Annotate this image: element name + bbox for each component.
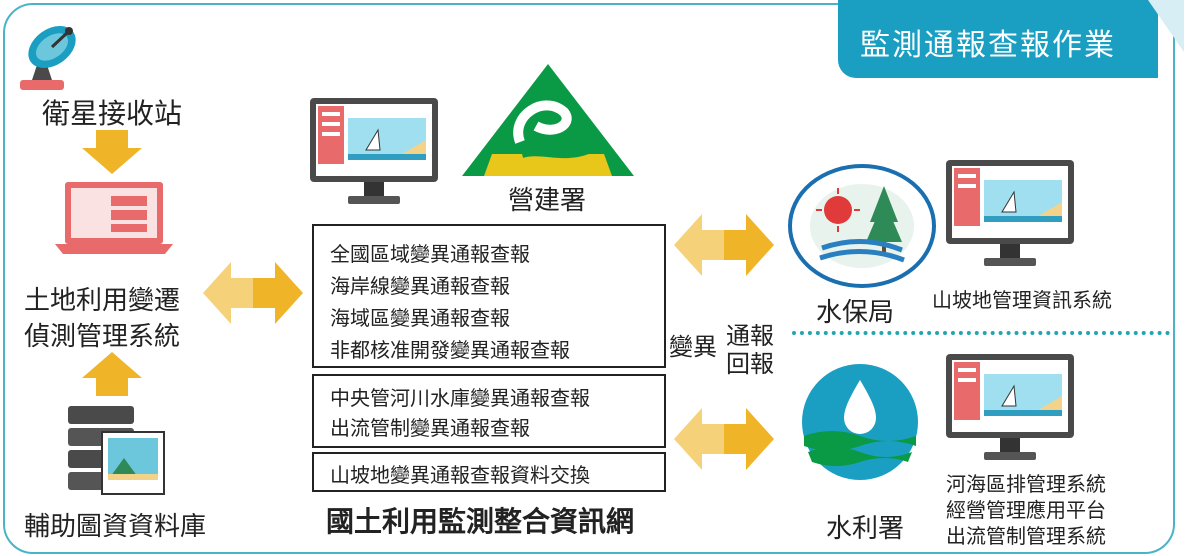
double-arrow-left [203,262,303,324]
wra-logo-icon [802,364,918,480]
wra-system-3: 出流管制管理系統 [946,524,1106,548]
database-icon [68,406,165,495]
group1-item-3: 海域區變異通報查報 [330,306,510,330]
arrow-down-1 [82,130,142,174]
double-arrow-upper [674,214,774,276]
cpami-label: 營建署 [508,186,587,216]
wra-monitor-icon [946,354,1074,460]
tab-fold [1148,0,1184,52]
cpami-logo-icon [462,64,634,176]
system-label-line1: 土地利用變遷 [24,286,181,316]
system-label-line2: 偵測管理系統 [24,322,181,352]
database-label: 輔助圖資資料庫 [24,512,207,542]
notification-group-3: 山坡地變異通報查報資料交換 [312,452,666,492]
group2-item-1: 中央管河川水庫變異通報查報 [330,386,590,410]
swcb-monitor-icon [946,160,1074,266]
satellite-station-label: 衛星接收站 [42,97,183,130]
wra-system-1: 河海區排管理系統 [946,472,1106,496]
swcb-label: 水保局 [816,298,895,328]
notification-group-1: 全國區域變異通報查報 海岸線變異通報查報 海域區變異通報查報 非都核准開發變異通… [312,224,666,368]
group1-item-2: 海岸線變異通報查報 [330,274,510,298]
group2-item-2: 出流管制變異通報查報 [330,416,530,440]
satellite-dish-icon [20,26,76,90]
wra-label: 水利署 [826,514,905,544]
reply-label: 回報 [726,350,774,378]
separator-dotted-line [792,331,1170,335]
laptop-icon [55,182,173,254]
arrow-up-1 [82,352,142,396]
network-label: 國土利用監測整合資訊網 [326,505,635,538]
change-label: 變異 [669,333,717,361]
group3-item-1: 山坡地變異通報查報資料交換 [330,463,590,487]
page-title: 監測通報查報作業 [860,28,1116,63]
swcb-system-label: 山坡地管理資訊系統 [932,288,1112,312]
notify-label: 通報 [726,322,774,350]
wra-system-2: 經營管理應用平台 [946,498,1106,522]
double-arrow-lower [674,408,774,470]
monitor-icon [310,98,438,204]
notification-group-2: 中央管河川水庫變異通報查報 出流管制變異通報查報 [312,374,666,448]
header-tab [838,0,1158,78]
swcb-logo-icon [788,164,936,288]
group1-item-4: 非都核准開發變異通報查報 [330,338,570,362]
group1-item-1: 全國區域變異通報查報 [330,242,530,266]
